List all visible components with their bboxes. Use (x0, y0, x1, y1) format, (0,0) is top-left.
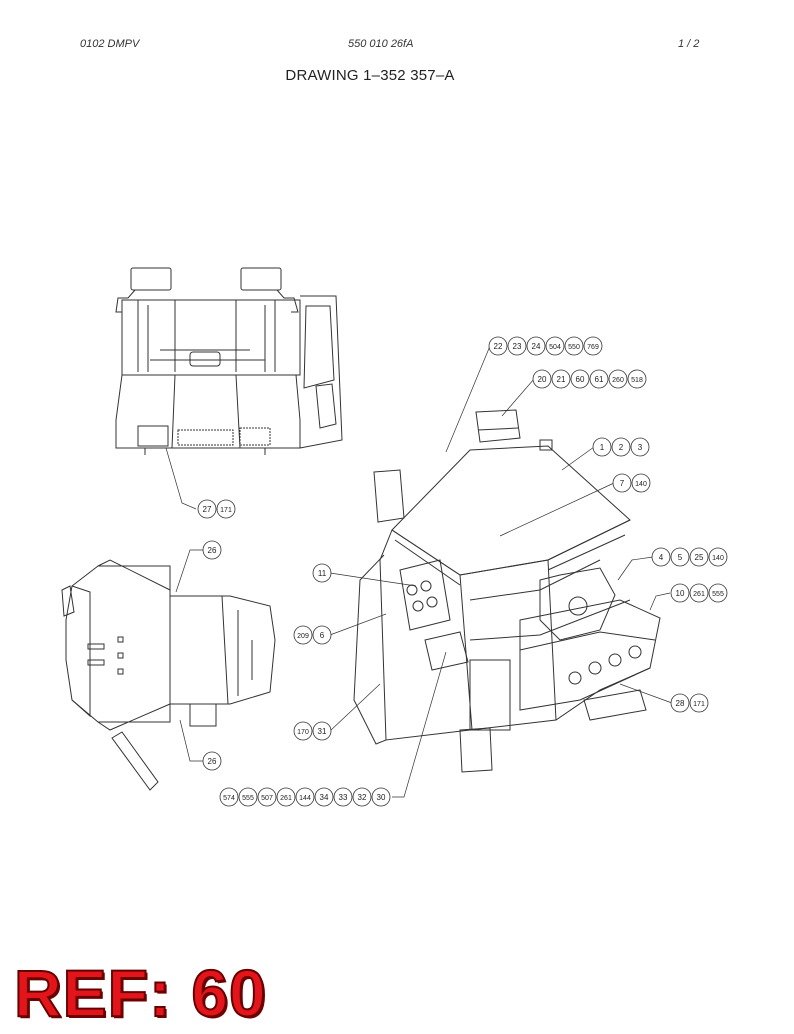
callout-label: 2 (619, 443, 624, 452)
callout-label: 23 (513, 342, 522, 351)
callout-bubble-28: 28 (670, 693, 690, 713)
callout-bubble-7: 7 (612, 473, 632, 493)
callout-label: 170 (297, 729, 309, 736)
callout-bubble-140: 140 (631, 473, 651, 493)
callout-label: 34 (320, 793, 329, 802)
callout-label: 171 (693, 701, 705, 708)
callout-label: 60 (576, 375, 585, 384)
callout-label: 20 (538, 375, 547, 384)
callout-bubble-24: 24 (526, 336, 546, 356)
callout-bubble-20: 20 (532, 369, 552, 389)
callout-bubble-2: 2 (611, 437, 631, 457)
callout-label: 32 (358, 793, 367, 802)
callout-bubble-61: 61 (589, 369, 609, 389)
callout-bubble-4: 4 (651, 547, 671, 567)
callout-label: 24 (532, 342, 541, 351)
callout-label: 30 (377, 793, 386, 802)
callout-bubble-171: 171 (216, 499, 236, 519)
callout-label: 140 (712, 555, 724, 562)
callout-label: 555 (712, 591, 724, 598)
callout-bubble-23: 23 (507, 336, 527, 356)
callout-bubble-1: 1 (592, 437, 612, 457)
callout-label: 1 (600, 443, 605, 452)
callout-bubble-30: 30 (371, 787, 391, 807)
callout-label: 26 (208, 546, 217, 555)
callout-bubble-260: 260 (608, 369, 628, 389)
callout-bubble-22: 22 (488, 336, 508, 356)
header-page-number: 1 / 2 (678, 38, 700, 50)
callout-label: 209 (297, 633, 309, 640)
callout-bubble-171: 171 (689, 693, 709, 713)
header-part-number: 550 010 26fA (348, 38, 414, 50)
callout-bubble-261: 261 (689, 583, 709, 603)
callout-bubble-6: 6 (312, 625, 332, 645)
callout-bubble-26: 26 (202, 540, 222, 560)
callout-label: 507 (261, 795, 273, 802)
cab-isometric-view (353, 409, 661, 773)
callout-label: 518 (631, 377, 643, 384)
callout-bubble-209: 209 (293, 625, 313, 645)
callout-bubble-25: 25 (689, 547, 709, 567)
callout-bubble-550: 550 (564, 336, 584, 356)
callout-bubble-170: 170 (293, 721, 313, 741)
callout-label: 550 (568, 344, 580, 351)
callout-label: 261 (280, 795, 292, 802)
cab-top-view (61, 559, 276, 791)
callout-bubble-555: 555 (708, 583, 728, 603)
callout-bubble-27: 27 (197, 499, 217, 519)
callout-label: 4 (659, 553, 664, 562)
callout-label: 555 (242, 795, 254, 802)
callout-bubble-518: 518 (627, 369, 647, 389)
header-doc-code: 0102 DMPV (80, 38, 140, 50)
callout-bubble-31: 31 (312, 721, 332, 741)
callout-label: 504 (549, 344, 561, 351)
callout-bubble-144: 144 (295, 787, 315, 807)
callout-bubble-33: 33 (333, 787, 353, 807)
callout-label: 61 (595, 375, 604, 384)
callout-bubble-504: 504 (545, 336, 565, 356)
cab-front-view (115, 267, 343, 455)
callout-label: 33 (339, 793, 348, 802)
callout-bubble-3: 3 (630, 437, 650, 457)
callout-label: 3 (638, 443, 643, 452)
ref-stamp: REF: 60 (13, 956, 267, 1030)
callout-label: 27 (203, 505, 212, 514)
callout-label: 574 (223, 795, 235, 802)
callout-bubble-507: 507 (257, 787, 277, 807)
callout-bubble-10: 10 (670, 583, 690, 603)
callout-label: 10 (676, 589, 685, 598)
callout-label: 25 (695, 553, 704, 562)
callout-bubble-769: 769 (583, 336, 603, 356)
callout-bubble-574: 574 (219, 787, 239, 807)
callout-label: 31 (318, 727, 327, 736)
leader-lines (165, 345, 673, 798)
callout-label: 28 (676, 699, 685, 708)
callout-label: 21 (557, 375, 566, 384)
callout-label: 171 (220, 507, 232, 514)
callout-label: 11 (318, 569, 327, 578)
callout-bubble-140: 140 (708, 547, 728, 567)
callout-bubble-11: 11 (312, 563, 332, 583)
callout-label: 260 (612, 377, 624, 384)
callout-bubble-21: 21 (551, 369, 571, 389)
callout-label: 6 (320, 631, 325, 640)
drawing-title: DRAWING 1–352 357–A (285, 67, 455, 84)
callout-bubble-34: 34 (314, 787, 334, 807)
callout-label: 26 (208, 757, 217, 766)
callout-bubble-555: 555 (238, 787, 258, 807)
callout-label: 5 (678, 553, 683, 562)
callout-label: 140 (635, 481, 647, 488)
callout-label: 261 (693, 591, 705, 598)
callout-label: 22 (494, 342, 503, 351)
callout-label: 144 (299, 795, 311, 802)
callout-bubble-32: 32 (352, 787, 372, 807)
callout-label: 769 (587, 344, 599, 351)
callout-label: 7 (620, 479, 625, 488)
callout-bubble-60: 60 (570, 369, 590, 389)
callout-bubble-26: 26 (202, 751, 222, 771)
callout-bubble-5: 5 (670, 547, 690, 567)
callout-bubble-261: 261 (276, 787, 296, 807)
